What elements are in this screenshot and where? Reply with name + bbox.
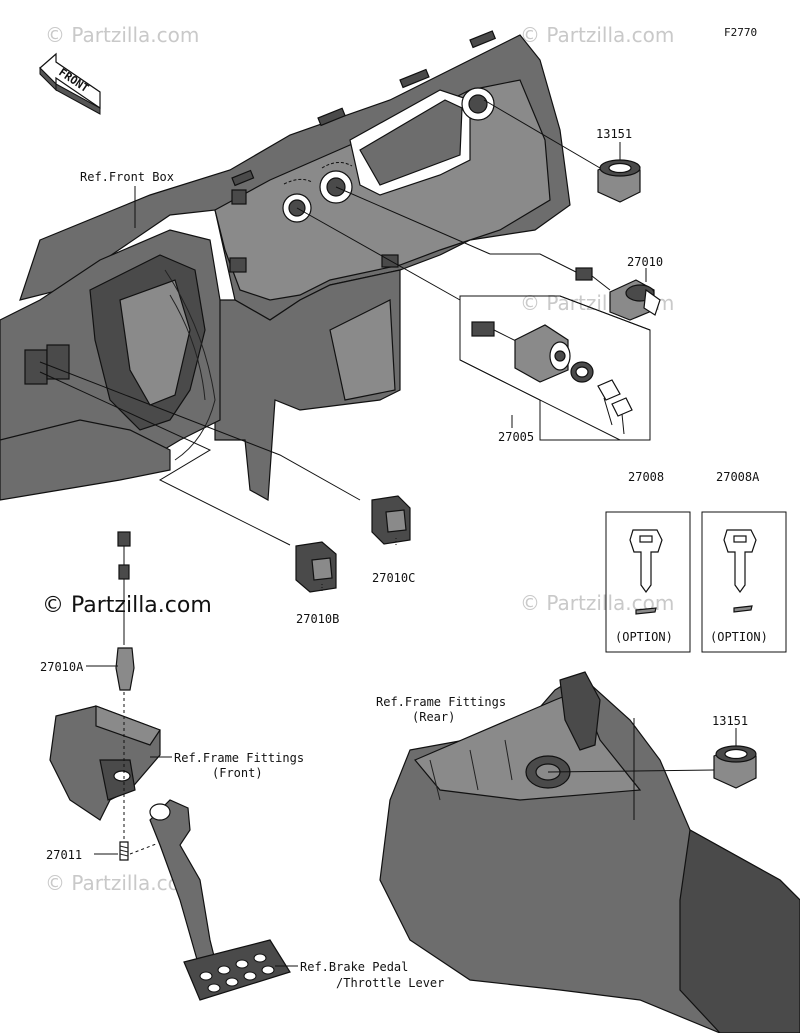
spring-27011: 27011 [46, 841, 129, 862]
key-option-27008: 27008 (OPTION) [605, 470, 691, 653]
callout-27010a: 27010A [40, 660, 84, 674]
rocker-switch-27010c: 27010C [371, 495, 415, 585]
socket-13151-bottom: 13151 [712, 714, 757, 789]
key-option-27008a: 27008A (OPTION) [701, 470, 787, 653]
callout-27008a: 27008A [716, 470, 760, 484]
figure-code: F2770 [724, 26, 757, 39]
front-frame-bracket: Ref.Frame Fittings (Front) [49, 692, 304, 840]
ref-brake-line2: /Throttle Lever [336, 976, 444, 990]
socket-13151-top: 13151 [596, 127, 641, 203]
rear-frame-console: Ref.Frame Fittings (Rear) [376, 671, 800, 1033]
ref-brake-line1: Ref.Brake Pedal [300, 960, 408, 974]
callout-27010: 27010 [627, 255, 663, 269]
dashboard-assembly [0, 30, 571, 501]
watermark-dark: © Partzilla.com [42, 593, 212, 618]
brake-pedal: Ref.Brake Pedal /Throttle Lever [129, 799, 444, 1001]
brake-switch-27010a: 27010A [40, 531, 135, 691]
ref-frame-front-line2: (Front) [212, 766, 263, 780]
callout-27010c: 27010C [372, 571, 415, 585]
ignition-switch-27005: 27005 [459, 295, 651, 444]
switch-27010: 27010 [575, 255, 663, 321]
option-label-27008: (OPTION) [615, 630, 673, 644]
front-arrow-icon: FRONT [39, 52, 101, 115]
ref-frame-front-line1: Ref.Frame Fittings [174, 751, 304, 765]
ref-front-box: Ref.Front Box [80, 170, 174, 228]
ref-frame-rear-line1: Ref.Frame Fittings [376, 695, 506, 709]
callout-13151-bottom: 13151 [712, 714, 748, 728]
watermark: © Partzilla.com [520, 23, 674, 47]
rocker-switch-27010b: 27010B [295, 541, 339, 626]
callout-27005: 27005 [498, 430, 534, 444]
watermark: © Partzilla.com [45, 23, 199, 47]
ref-frame-rear-line2: (Rear) [412, 710, 455, 724]
option-label-27008a: (OPTION) [710, 630, 768, 644]
callout-13151-top: 13151 [596, 127, 632, 141]
callout-27010b: 27010B [296, 612, 339, 626]
callout-27008: 27008 [628, 470, 664, 484]
callout-27011: 27011 [46, 848, 82, 862]
ref-front-box-label: Ref.Front Box [80, 170, 174, 184]
